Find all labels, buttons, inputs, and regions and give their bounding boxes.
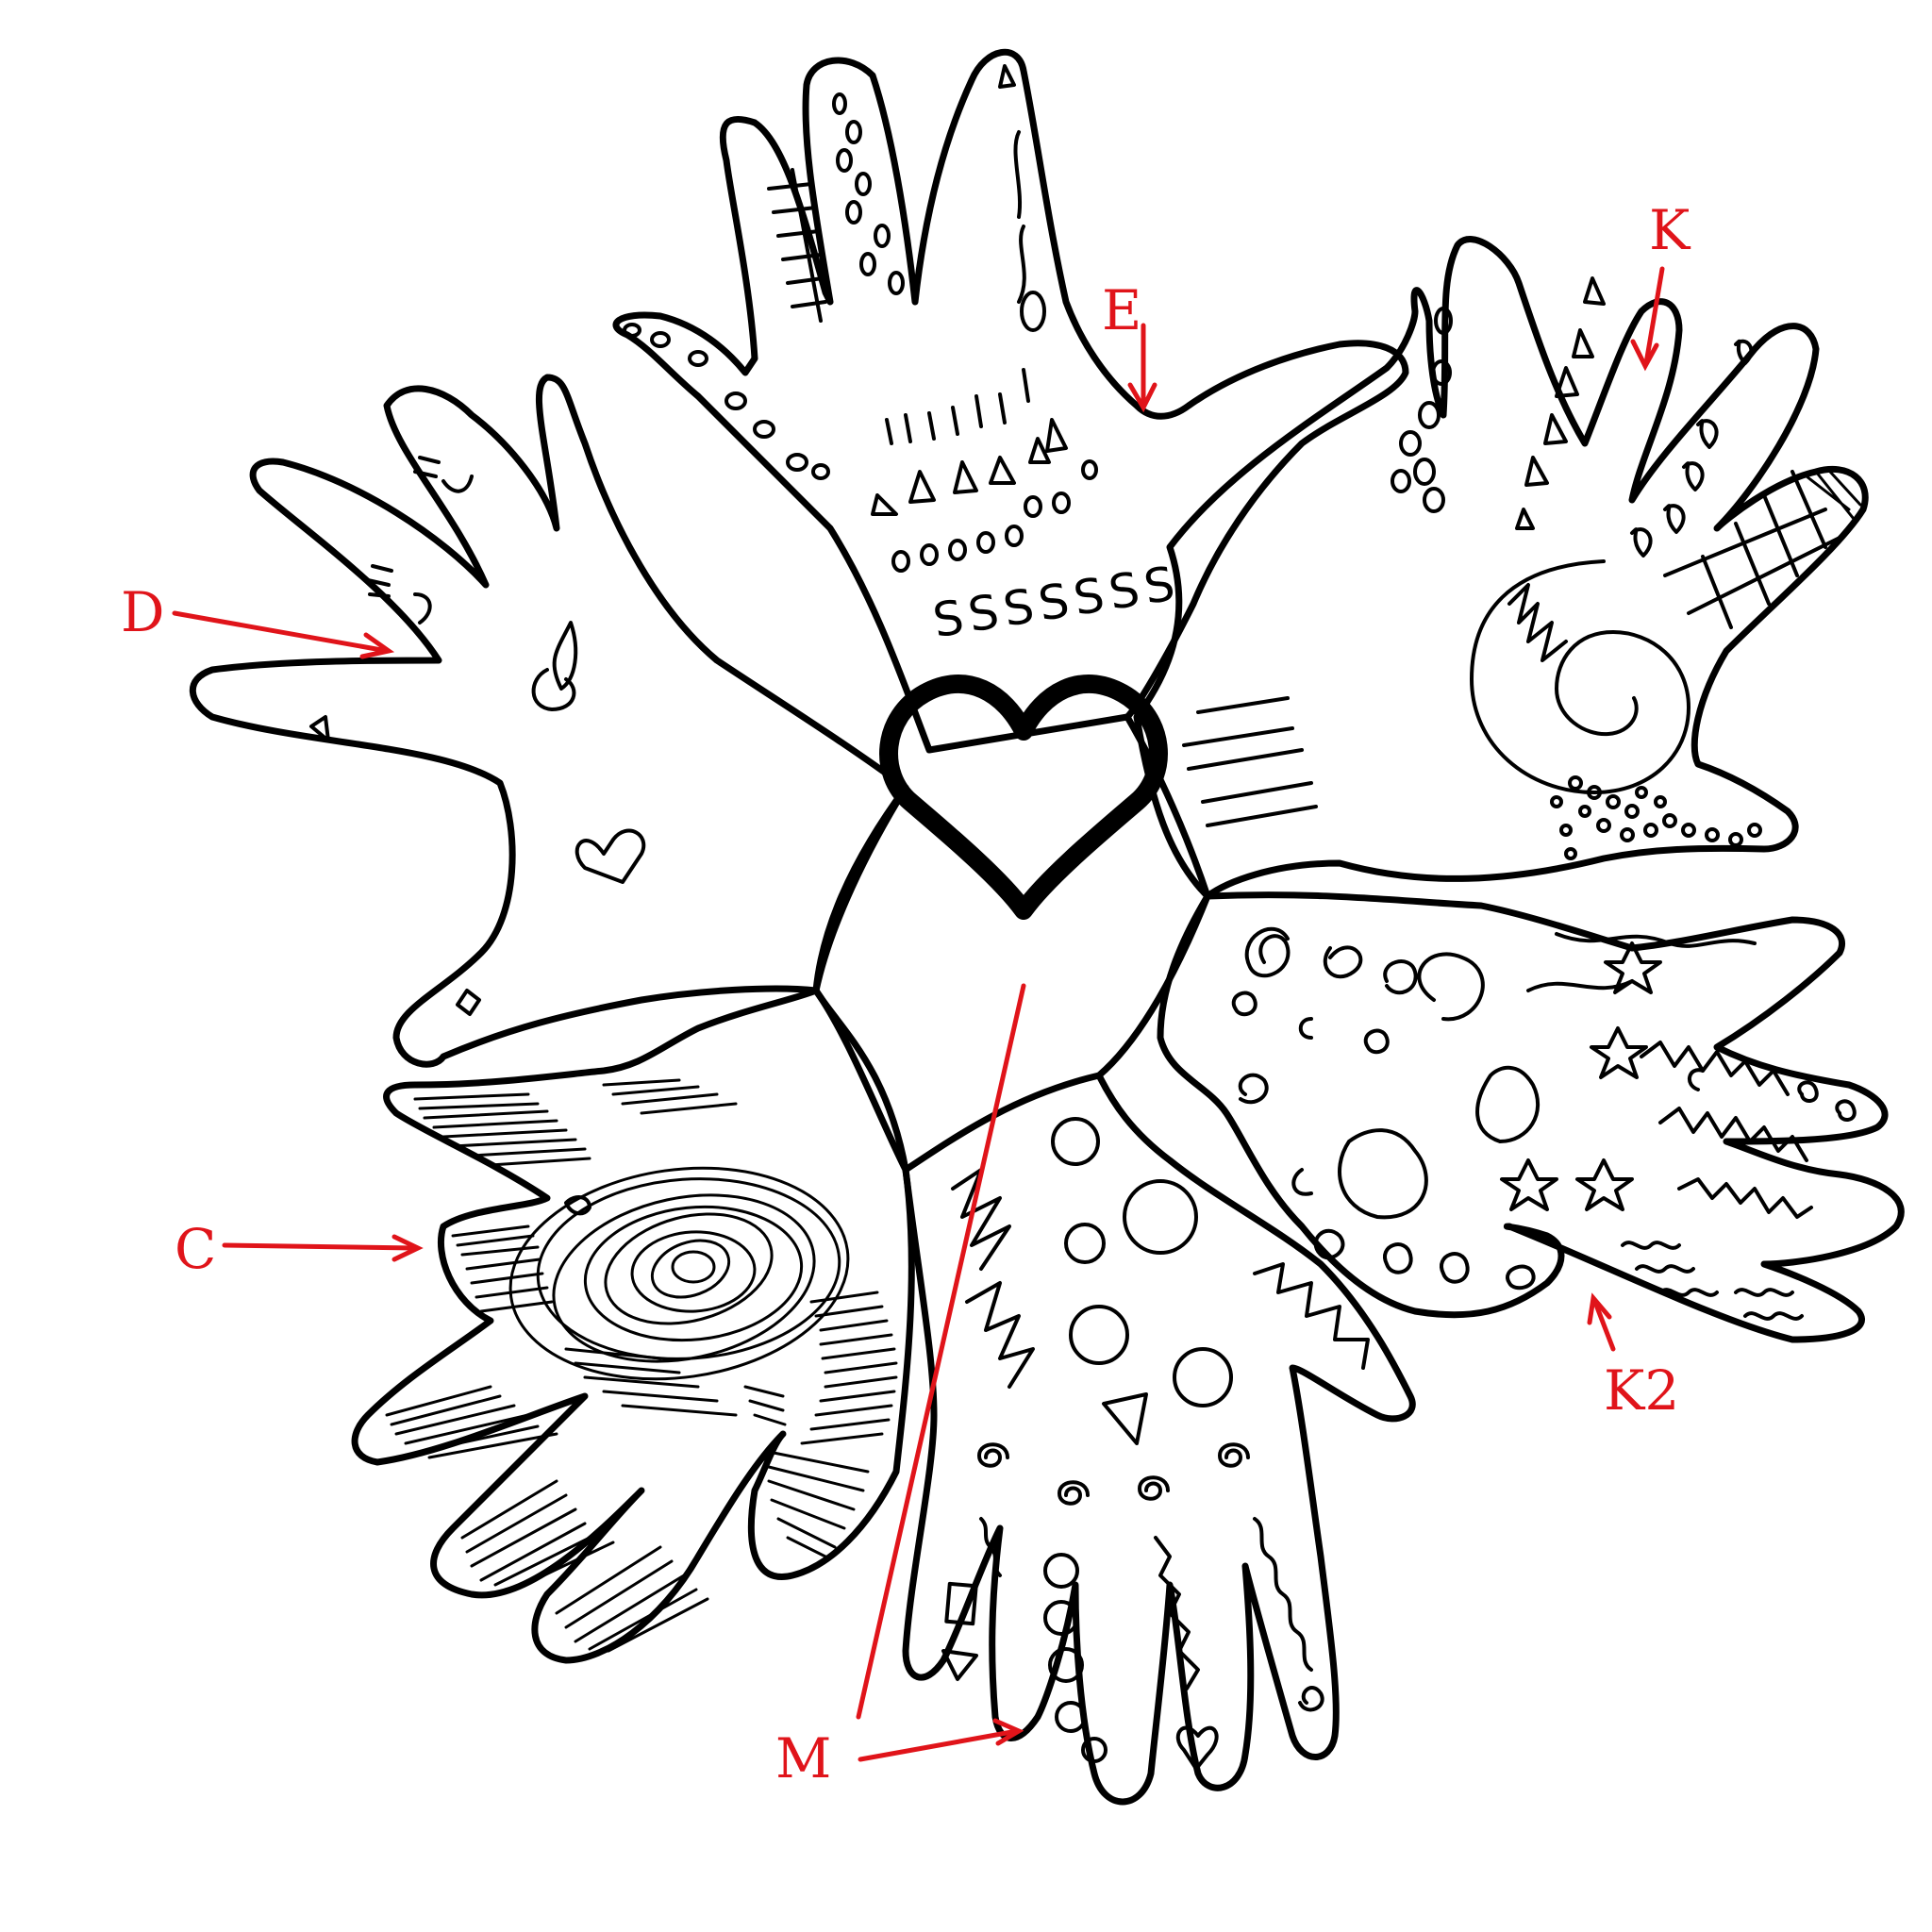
hand-m-patterns bbox=[941, 1117, 1370, 1771]
hand-k-patterns bbox=[1182, 276, 1862, 860]
hand-k2-patterns bbox=[1231, 926, 1857, 1321]
label-c: C bbox=[175, 1217, 217, 1281]
hand-e-patterns bbox=[623, 64, 1098, 573]
pointer-m-line bbox=[856, 983, 1026, 1720]
hand-k-outline bbox=[1133, 236, 1869, 900]
hand-k2 bbox=[1157, 891, 1905, 1343]
hand-m bbox=[902, 1072, 1416, 1806]
hand-c-swirl bbox=[508, 1166, 850, 1381]
label-k2: K2 bbox=[1604, 1358, 1680, 1423]
hand-c-hatching bbox=[385, 1078, 898, 1653]
pointer-c bbox=[222, 1234, 424, 1262]
center-edge-bottom-right bbox=[1095, 892, 1211, 1079]
center-heart-icon bbox=[879, 675, 1168, 920]
hand-k-spiral bbox=[1470, 559, 1690, 794]
hand-e-spine bbox=[791, 168, 823, 323]
hand-c-outline bbox=[351, 987, 915, 1664]
hand-e bbox=[612, 48, 1409, 754]
hand-k-dots bbox=[1550, 775, 1762, 860]
hand-e-outline bbox=[612, 48, 1409, 754]
center-edge-left bbox=[812, 784, 909, 994]
label-e: E bbox=[1102, 278, 1142, 342]
annotation-pointers bbox=[172, 266, 1665, 1762]
center-circle-area bbox=[812, 713, 1211, 1174]
pointer-m-arrow bbox=[858, 1718, 1024, 1762]
label-d: D bbox=[121, 580, 165, 644]
hand-m-outline bbox=[902, 1072, 1416, 1806]
hand-k bbox=[1133, 236, 1869, 900]
label-k: K bbox=[1649, 198, 1690, 262]
hand-d bbox=[189, 374, 909, 1068]
hand-d-patterns bbox=[309, 456, 646, 1016]
hand-d-outline bbox=[189, 374, 909, 1068]
pointer-e bbox=[1127, 323, 1158, 413]
hand-c bbox=[351, 987, 915, 1664]
pointer-d bbox=[172, 610, 395, 659]
center-edge-right bbox=[1124, 713, 1211, 900]
center-edge-bottom-left bbox=[812, 987, 909, 1174]
hand-k2-outline bbox=[1157, 891, 1905, 1343]
pointer-k bbox=[1630, 266, 1665, 372]
hand-c-patterns bbox=[385, 1078, 898, 1653]
label-m: M bbox=[775, 1726, 832, 1790]
pointer-k2 bbox=[1587, 1292, 1616, 1352]
